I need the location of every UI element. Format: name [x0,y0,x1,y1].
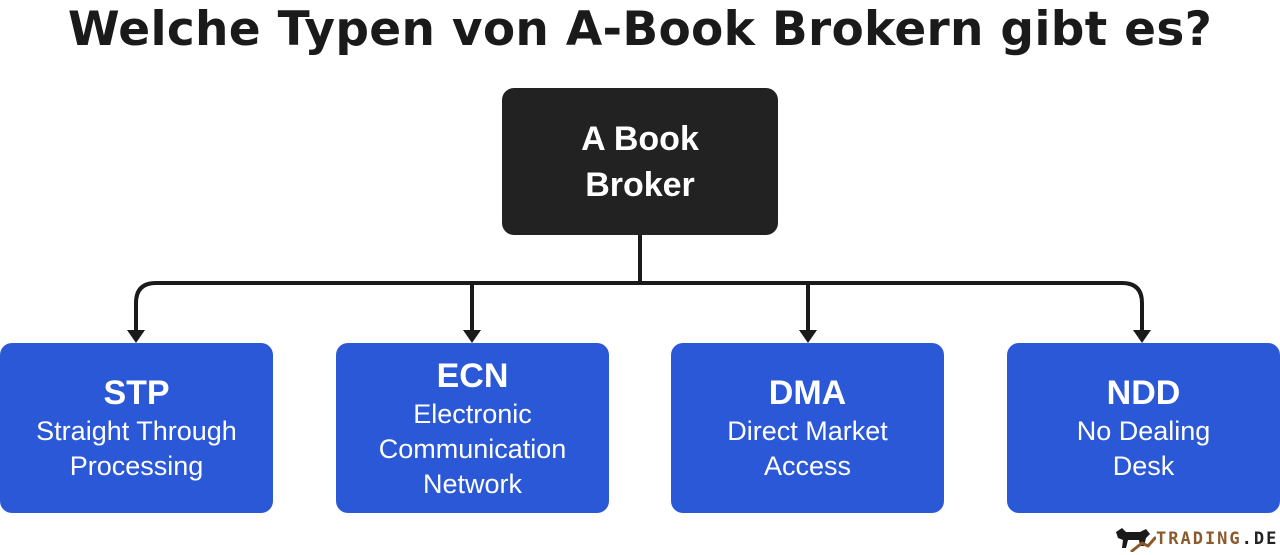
root-label-line1: A Book [581,119,699,158]
node-ecn: ECN Electronic Communication Network [336,343,609,513]
arrowhead-ecn [463,330,481,343]
arrowhead-dma [799,330,817,343]
branch-line-ndd [638,281,1144,335]
node-dma: DMA Direct Market Access [671,343,944,513]
bull-icon [1116,528,1156,552]
branch-line-stp [134,281,642,335]
node-fullname: No Dealing Desk [1076,416,1211,481]
root-label-line2: Broker [585,165,695,204]
node-abbr: STP [103,374,170,412]
logo-text: TRADING.DE [1156,529,1278,549]
node-fullname: Direct Market Access [727,416,888,481]
page-title: Welche Typen von A-Book Brokern gibt es? [67,2,1213,57]
arrowhead-stp [127,330,145,343]
logo-text-main: TRADING [1156,529,1242,549]
node-abbr: NDD [1106,374,1181,412]
trading-de-logo: TRADING.DE [1114,526,1278,552]
node-abbr: DMA [768,374,847,412]
node-ndd: NDD No Dealing Desk [1007,343,1280,513]
node-fullname: Electronic Communication Network [378,398,567,499]
node-abbr: ECN [436,356,509,395]
node-stp: STP Straight Through Processing [0,343,273,513]
logo-text-domain: .DE [1241,529,1279,549]
arrowhead-ndd [1133,330,1151,343]
node-fullname: Straight Through Processing [36,416,237,481]
root-node-a-book-broker: A Book Broker [502,88,778,235]
